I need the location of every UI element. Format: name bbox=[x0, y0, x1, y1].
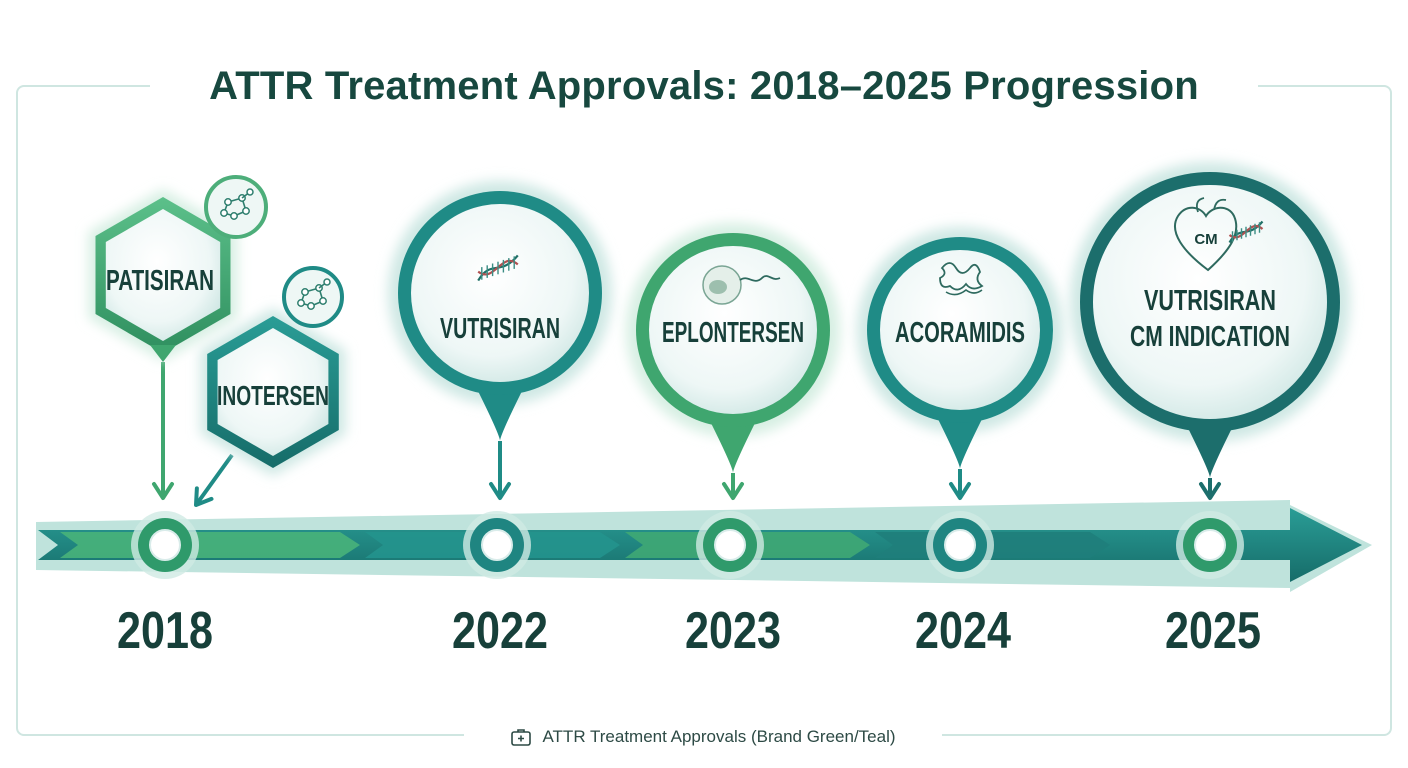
heart-dna-icon: CM bbox=[1173, 197, 1264, 272]
timeline-node-2018 bbox=[131, 511, 199, 579]
year-label-2024: 2024 bbox=[915, 602, 1011, 660]
medical-kit-icon bbox=[510, 726, 532, 748]
year-label-2025: 2025 bbox=[1165, 602, 1261, 660]
connector-milestone-eplontersen-2023 bbox=[722, 473, 744, 500]
milestone-eplontersen-2023: EPLONTERSEN bbox=[626, 223, 840, 473]
page-title: ATTR Treatment Approvals: 2018–2025 Prog… bbox=[150, 58, 1258, 114]
milestone-vutrisiran-2022: VUTRISIRAN bbox=[388, 181, 612, 441]
drug-label-vutrisiran: VUTRISIRAN bbox=[440, 313, 560, 345]
protein-icon bbox=[939, 262, 984, 296]
timeline-node-2024 bbox=[926, 511, 994, 579]
cm-badge: CM bbox=[1194, 231, 1217, 248]
connector-inotersen bbox=[194, 453, 234, 507]
milestone-inotersen: INOTERSEN bbox=[200, 266, 346, 476]
milestone-acoramidis-2024: ACORAMIDIS bbox=[857, 227, 1063, 469]
drug-label-patisiran: PATISIRAN bbox=[106, 265, 214, 297]
dna-icon bbox=[1228, 220, 1264, 244]
drug-label-eplontersen: EPLONTERSEN bbox=[662, 317, 804, 349]
caption: ATTR Treatment Approvals (Brand Green/Te… bbox=[464, 721, 942, 753]
connector-milestone-vutrisiran-2022 bbox=[489, 441, 511, 500]
milestone-vutrisiran-cm-2025: CM VUTRISIRAN CM INDICATION bbox=[1070, 162, 1350, 478]
year-label-2023: 2023 bbox=[685, 602, 781, 660]
connector-milestone-vutrisiran-cm-2025 bbox=[1199, 478, 1221, 500]
caption-text: ATTR Treatment Approvals (Brand Green/Te… bbox=[542, 727, 896, 746]
timeline-node-2025 bbox=[1176, 511, 1244, 579]
drug-label-inotersen: INOTERSEN bbox=[217, 380, 329, 411]
year-label-2018: 2018 bbox=[117, 602, 213, 660]
dna-icon bbox=[477, 254, 519, 282]
year-label-2022: 2022 bbox=[452, 602, 548, 660]
timeline-node-2022 bbox=[463, 511, 531, 579]
molecule-icon bbox=[204, 175, 268, 239]
connector-patisiran bbox=[152, 362, 174, 500]
cell-rna-icon bbox=[702, 265, 781, 305]
drug-label-acoramidis: ACORAMIDIS bbox=[895, 317, 1025, 349]
drug-label-cm-indication: CM INDICATION bbox=[1130, 321, 1290, 353]
milestone-patisiran: PATISIRAN bbox=[88, 175, 268, 362]
connector-milestone-acoramidis-2024 bbox=[949, 469, 971, 500]
drug-label-vutrisiran: VUTRISIRAN bbox=[1144, 285, 1276, 317]
timeline-node-2023 bbox=[696, 511, 764, 579]
molecule-icon bbox=[282, 266, 344, 328]
